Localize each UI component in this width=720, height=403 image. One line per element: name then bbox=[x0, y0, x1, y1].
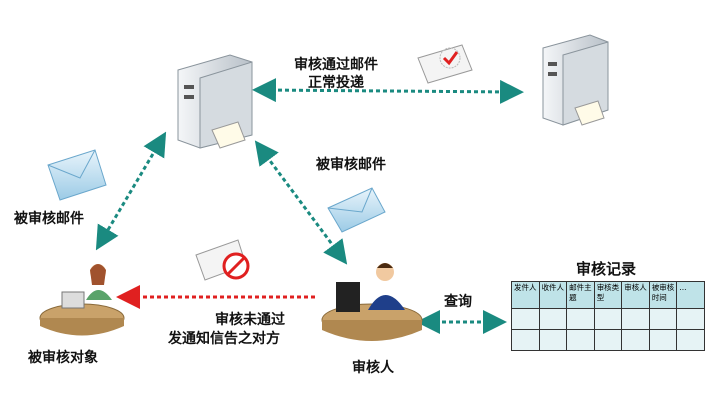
cell bbox=[676, 329, 705, 351]
cell bbox=[621, 329, 650, 351]
table-row bbox=[511, 308, 705, 330]
cell bbox=[511, 308, 540, 330]
stamped-envelope-icon bbox=[417, 44, 473, 84]
rejected-label: 审核未通过 bbox=[215, 312, 285, 328]
column-header: 收件人 bbox=[538, 281, 568, 309]
mail-server-left-icon bbox=[177, 54, 253, 149]
cell bbox=[621, 308, 650, 330]
audit-records-table: 发件人 收件人 邮件主题 审核类型 审核人 被审核时间 ... bbox=[511, 281, 705, 351]
column-header: 发件人 bbox=[511, 281, 540, 309]
reviewee-label: 被审核对象 bbox=[28, 350, 98, 366]
column-header: 邮件主题 bbox=[566, 281, 595, 309]
mail-server-right-icon bbox=[542, 34, 609, 126]
cell bbox=[566, 329, 595, 351]
approved-delivery-label: 正常投递 bbox=[308, 75, 364, 91]
reviewed-mail-label-center: 被审核邮件 bbox=[316, 157, 386, 173]
reviewer-person-icon bbox=[321, 263, 423, 341]
cell bbox=[593, 308, 623, 330]
cell bbox=[511, 329, 540, 351]
records-title: 审核记录 bbox=[576, 260, 637, 278]
rejected-notify-label: 发通知信告之对方 bbox=[168, 331, 280, 347]
arrow-server-to-server bbox=[252, 78, 524, 104]
cell bbox=[648, 308, 678, 330]
table-row bbox=[511, 329, 705, 351]
column-header: 被审核时间 bbox=[648, 281, 678, 309]
cell bbox=[593, 329, 623, 351]
envelope-icon bbox=[47, 149, 107, 201]
reviewer-label: 审核人 bbox=[352, 360, 394, 376]
arrow-server-to-reviewee bbox=[95, 131, 167, 251]
approved-label: 审核通过邮件 bbox=[294, 57, 378, 73]
cell bbox=[566, 308, 595, 330]
table-header-row: 发件人 收件人 邮件主题 审核类型 审核人 被审核时间 ... bbox=[511, 281, 705, 309]
cell bbox=[538, 329, 568, 351]
reviewee-person-icon bbox=[39, 264, 125, 336]
query-label: 查询 bbox=[444, 294, 472, 310]
cell bbox=[648, 329, 678, 351]
envelope-icon bbox=[327, 187, 386, 233]
column-header: 审核类型 bbox=[593, 281, 623, 309]
column-header: ... bbox=[676, 281, 705, 309]
cell bbox=[676, 308, 705, 330]
reviewed-mail-label-left: 被审核邮件 bbox=[14, 211, 84, 227]
arrow-server-to-reviewer bbox=[254, 140, 348, 265]
rejected-envelope-icon bbox=[195, 239, 250, 281]
cell bbox=[538, 308, 568, 330]
column-header: 审核人 bbox=[621, 281, 650, 309]
